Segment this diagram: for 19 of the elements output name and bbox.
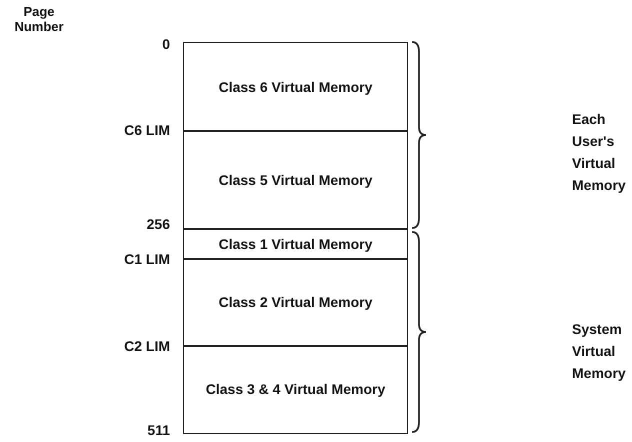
memory-region — [183, 345, 408, 434]
brace-label: Each User's Virtual Memory — [572, 110, 627, 195]
limit-label: C6 LIM — [123, 122, 170, 138]
page-number: 256 — [146, 216, 170, 232]
region-label: Class 6 Virtual Memory — [218, 78, 372, 95]
page-number: 511 — [146, 422, 170, 438]
memory-region — [183, 42, 408, 132]
memory-region — [183, 228, 408, 260]
region-label: Class 1 Virtual Memory — [218, 236, 372, 252]
memory-region — [183, 258, 408, 346]
limit-label: C1 LIM — [123, 251, 170, 267]
region-label: Class 2 Virtual Memory — [218, 294, 372, 310]
memory-region — [183, 130, 408, 230]
page-number: 0 — [161, 36, 170, 52]
region-label: Class 5 Virtual Memory — [218, 172, 372, 188]
limit-label: C2 LIM — [123, 338, 170, 354]
region-label: Class 3 & 4 Virtual Memory — [206, 381, 386, 398]
brace-label: System Virtual Memory — [572, 320, 627, 383]
axis-title: Page Number — [13, 4, 65, 34]
